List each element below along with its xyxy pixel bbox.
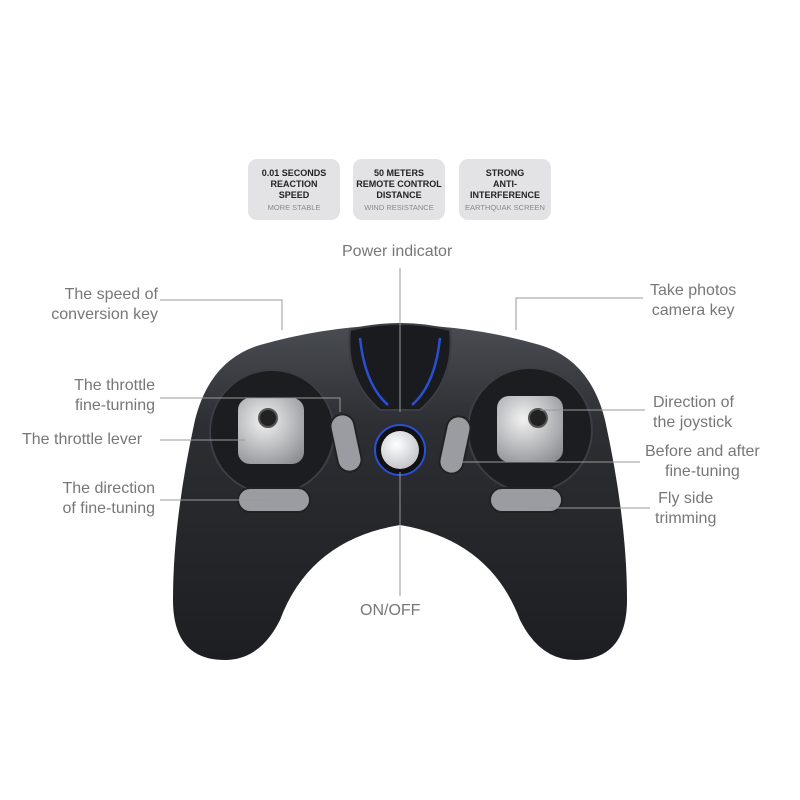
label-joystick-direction: Direction of the joystick xyxy=(653,393,734,433)
label-throttle-fine: The throttle fine-turning xyxy=(74,376,155,416)
badge-sub: EARTHQUAK SCREEN xyxy=(465,202,545,212)
throttle-lever-stick xyxy=(258,408,278,428)
label-line: Direction of xyxy=(653,394,734,411)
label-line: Take photos xyxy=(650,282,737,299)
forward-back-trim-button xyxy=(438,415,472,475)
on-off-button xyxy=(381,431,419,469)
direction-joystick-stick xyxy=(528,408,548,428)
label-speed-key: The speed of conversion key xyxy=(51,285,158,325)
label-power-indicator: Power indicator xyxy=(342,243,453,260)
label-camera-key: Take photos camera key xyxy=(650,281,736,321)
label-throttle-lever: The throttle lever xyxy=(22,431,143,448)
label-direction-fine: The direction of fine-tuning xyxy=(62,479,155,519)
label-line: conversion key xyxy=(51,306,158,323)
leader-lines xyxy=(160,268,650,596)
label-line: of fine-tuning xyxy=(62,500,155,517)
label-line: The direction xyxy=(62,480,156,497)
right-joystick-gimbal xyxy=(497,396,563,462)
label-fly-side: Fly side trimming xyxy=(655,489,716,529)
badge-sub: WIND RESISTANCE xyxy=(364,202,434,212)
badge-remote-distance: 50 METERS REMOTE CONTROL DISTANCE WIND R… xyxy=(353,159,445,220)
label-line: fine-tuning xyxy=(665,463,740,480)
badge-main: 0.01 SECONDS REACTION SPEED xyxy=(261,167,327,200)
label-on-off: ON/OFF xyxy=(360,602,421,619)
badge-sub: MORE STABLE xyxy=(267,202,321,212)
badge-main: 50 METERS REMOTE CONTROL DISTANCE xyxy=(356,167,442,200)
label-line: camera key xyxy=(651,302,735,319)
throttle-trim-button xyxy=(329,413,363,473)
label-line: the joystick xyxy=(653,414,733,431)
badge-reaction-speed: 0.01 SECONDS REACTION SPEED MORE STABLE xyxy=(248,159,340,220)
power-indicator-light xyxy=(358,337,442,406)
side-trim-button xyxy=(489,487,563,513)
label-line: Fly side xyxy=(658,490,714,507)
label-line: trimming xyxy=(655,510,717,527)
label-line: The speed of xyxy=(64,286,158,303)
left-joystick-gimbal xyxy=(238,398,304,464)
label-line: fine-turning xyxy=(74,397,155,414)
badge-main: STRONG ANTI-INTERFERENCE xyxy=(469,167,540,200)
label-line: Before and after xyxy=(645,443,760,460)
badge-anti-interference: STRONG ANTI-INTERFERENCE EARTHQUAK SCREE… xyxy=(459,159,551,220)
label-line: The throttle xyxy=(74,377,155,394)
label-before-after: Before and after fine-tuning xyxy=(645,442,760,482)
